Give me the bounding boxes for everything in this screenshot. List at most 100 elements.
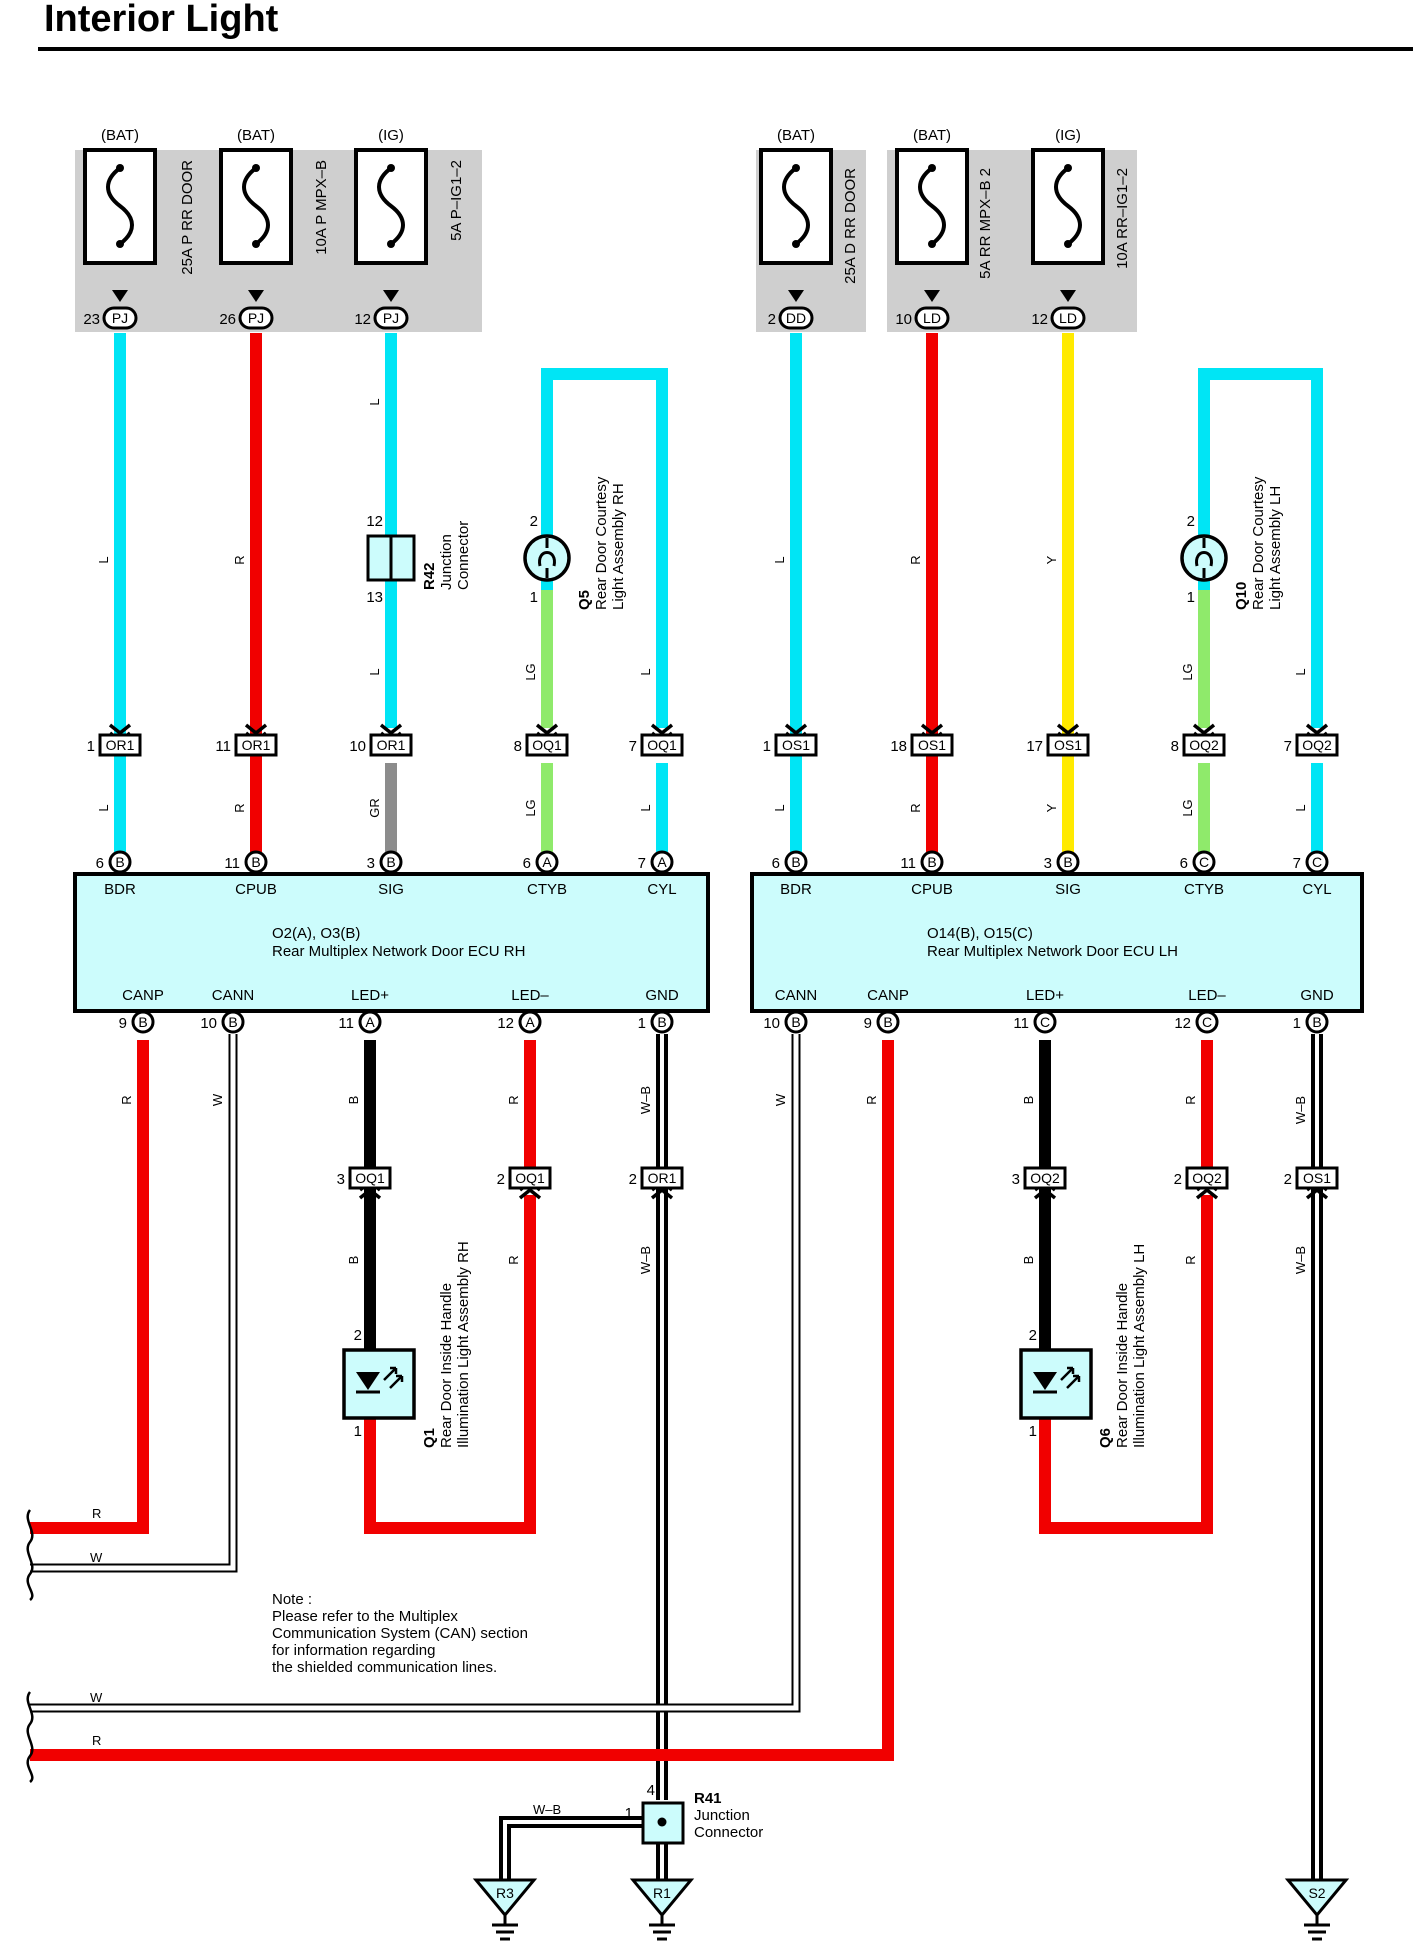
pin-label: 2 xyxy=(1187,513,1195,530)
component-desc: Illumination Light Assembly RH xyxy=(455,1241,472,1448)
inline-connector: OQ2 3 xyxy=(1012,1166,1067,1200)
pin-num: 12 xyxy=(497,1015,514,1032)
wire-color-label: B xyxy=(346,1256,361,1265)
fuse-power-label: (BAT) xyxy=(101,127,139,144)
ecu-lh: O14(B), O15(C) Rear Multiplex Network Do… xyxy=(750,850,1364,1034)
fuse-p-rr-door xyxy=(83,148,157,265)
wire-color-label: L xyxy=(1293,668,1308,675)
connector-pin: 3 xyxy=(1012,1171,1020,1188)
pin-label: 1 xyxy=(625,1805,633,1822)
inline-connector: OR1 1 xyxy=(87,723,142,757)
ecu-pin: A 6 CTYB xyxy=(523,850,567,898)
component-id: Q1 xyxy=(421,1428,438,1448)
pin-num: 11 xyxy=(224,855,240,872)
pin-conn: C xyxy=(1202,1014,1212,1030)
pin-signal: CTYB xyxy=(527,881,567,898)
wire-color-label: L xyxy=(96,804,111,811)
connector-pin: 8 xyxy=(1171,738,1179,755)
pin-label: 1 xyxy=(354,1423,362,1440)
ecu-pin: B 11 CPUB xyxy=(900,850,953,898)
wire-color-label: W xyxy=(90,1550,103,1565)
fuse-power-label: (IG) xyxy=(378,127,404,144)
ecu-pin: B 1 GND xyxy=(638,987,679,1034)
inline-connector: OQ2 8 xyxy=(1171,723,1226,757)
component-desc: Light Assembly LH xyxy=(1267,486,1284,610)
fuse-rr-ig1-2 xyxy=(1031,148,1105,265)
wire-color-label: R xyxy=(1183,1095,1198,1104)
note-line: Note : xyxy=(272,1591,312,1608)
pin-num: 10 xyxy=(763,1015,780,1032)
connector-pin: 18 xyxy=(890,738,907,755)
pin-conn: B xyxy=(657,1014,666,1030)
wire-color-label: R xyxy=(908,555,923,564)
ecu-code: O2(A), O3(B) xyxy=(272,925,360,942)
pin-num: 6 xyxy=(96,855,104,872)
connector-name: OS1 xyxy=(1303,1170,1331,1186)
fuse-name-label: 5A P–IG1–2 xyxy=(448,160,465,241)
terminal-conn: LD xyxy=(1059,310,1077,326)
wire-color-label: W–B xyxy=(638,1086,653,1114)
wire-color-label: R xyxy=(92,1733,101,1748)
pin-conn: A xyxy=(542,854,552,870)
pin-conn: B xyxy=(115,854,124,870)
inline-connector: OQ1 3 xyxy=(337,1166,392,1200)
wire-color-label: R xyxy=(908,803,923,812)
ecu-pin: C 12 LED– xyxy=(1174,987,1226,1034)
pin-num: 1 xyxy=(638,1015,646,1032)
inline-connector: OS1 18 xyxy=(890,723,954,757)
inline-connector: OR1 10 xyxy=(349,723,413,757)
connector-pin: 2 xyxy=(1174,1171,1182,1188)
fuse-name-label: 10A P MPX–B xyxy=(313,160,330,255)
ecu-pin: A 7 CYL xyxy=(638,850,677,898)
terminal-pin: 12 xyxy=(1031,311,1048,328)
pin-num: 11 xyxy=(900,855,916,872)
wire-color-label: B xyxy=(1021,1256,1036,1265)
pin-conn: B xyxy=(138,1014,147,1030)
connector-name: OS1 xyxy=(782,737,810,753)
page-title: Interior Light xyxy=(44,0,279,40)
wire-color-label: W xyxy=(210,1093,225,1106)
fuse-power-label: (BAT) xyxy=(777,127,815,144)
pin-conn: B xyxy=(791,1014,800,1030)
wire-color-label: Y xyxy=(1044,555,1059,564)
connector-name: OQ1 xyxy=(355,1170,385,1186)
pin-conn: B xyxy=(251,854,260,870)
ground-label: R3 xyxy=(496,1885,514,1901)
inline-connector: OR1 2 xyxy=(629,1166,684,1200)
wire-color-label: L xyxy=(772,804,787,811)
pin-num: 6 xyxy=(772,855,780,872)
fuse-name-label: 25A P RR DOOR xyxy=(179,160,196,275)
ecu-pin: B 6 BDR xyxy=(772,850,812,898)
pin-conn: A xyxy=(365,1014,375,1030)
fuse-name-label: 5A RR MPX–B 2 xyxy=(977,168,994,279)
pin-signal: CYL xyxy=(1302,881,1331,898)
component-desc: Junction xyxy=(694,1807,750,1824)
ecu-pin: B 9 CANP xyxy=(864,987,909,1034)
pin-label: 4 xyxy=(647,1782,655,1799)
ecu-name: Rear Multiplex Network Door ECU LH xyxy=(927,943,1178,960)
pin-num: 12 xyxy=(1174,1015,1191,1032)
component-desc: Rear Door Courtesy xyxy=(1250,476,1267,610)
fuse-power-label: (BAT) xyxy=(913,127,951,144)
pin-signal: CANN xyxy=(775,987,818,1004)
component-desc: Connector xyxy=(455,521,472,590)
connector-pin: 11 xyxy=(215,738,231,755)
ecu-pin: B 9 CANP xyxy=(119,987,164,1034)
terminal-conn: PJ xyxy=(383,310,399,326)
ecu-name: Rear Multiplex Network Door ECU RH xyxy=(272,943,525,960)
note-line: Please refer to the Multiplex xyxy=(272,1608,458,1625)
ground-label: R1 xyxy=(653,1885,671,1901)
component-desc: Illumination Light Assembly LH xyxy=(1131,1244,1148,1448)
fuse-rr-mpx-b2 xyxy=(895,148,969,265)
wire-color-label: L xyxy=(638,668,653,675)
wire-color-label: B xyxy=(346,1096,361,1105)
component-desc: Rear Door Inside Handle xyxy=(438,1283,455,1448)
wire-color-label: W xyxy=(773,1093,788,1106)
connector-pin: 1 xyxy=(87,738,95,755)
pin-signal: GND xyxy=(645,987,679,1004)
terminal-pj-26: PJ 26 xyxy=(219,290,274,330)
junction-connector-r41: 4 1 R41 Junction Connector xyxy=(625,1782,763,1845)
wire-color-label: R xyxy=(1183,1255,1198,1264)
wire-color-label: R xyxy=(864,1095,879,1104)
pin-num: 3 xyxy=(1044,855,1052,872)
